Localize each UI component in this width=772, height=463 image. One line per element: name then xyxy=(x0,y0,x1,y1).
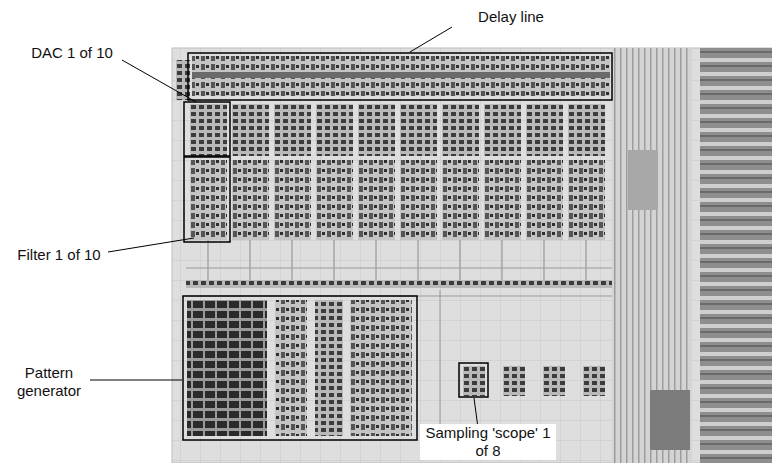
callout-label: Pattern generator xyxy=(8,364,90,400)
callout-label: DAC 1 of 10 xyxy=(20,44,124,62)
callout-label: Sampling 'scope' 1 of 8 xyxy=(420,424,556,460)
callout-label: Delay line xyxy=(456,8,566,26)
callout-label: Filter 1 of 10 xyxy=(8,246,110,264)
